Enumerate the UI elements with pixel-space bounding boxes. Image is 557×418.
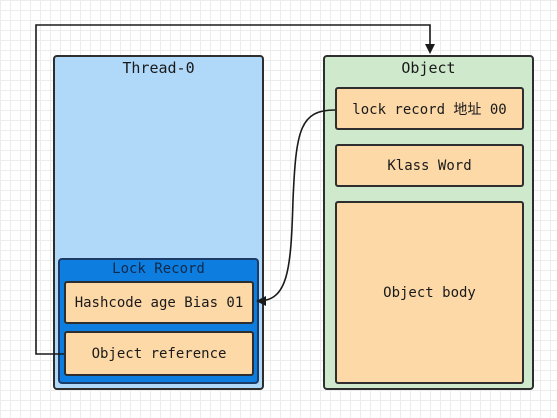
object-title: Object (401, 59, 456, 77)
thread-0-title: Thread-0 (122, 59, 195, 77)
object-reference-cell: Object reference (64, 331, 254, 376)
object-body-cell: Object body (335, 201, 524, 384)
lock-record-title: Lock Record (112, 261, 205, 277)
hashcode-age-bias-cell: Hashcode age Bias 01 (64, 281, 254, 324)
klass-word-cell: Klass Word (335, 144, 524, 187)
lock-record-address-cell: lock record 地址 00 (335, 87, 524, 130)
